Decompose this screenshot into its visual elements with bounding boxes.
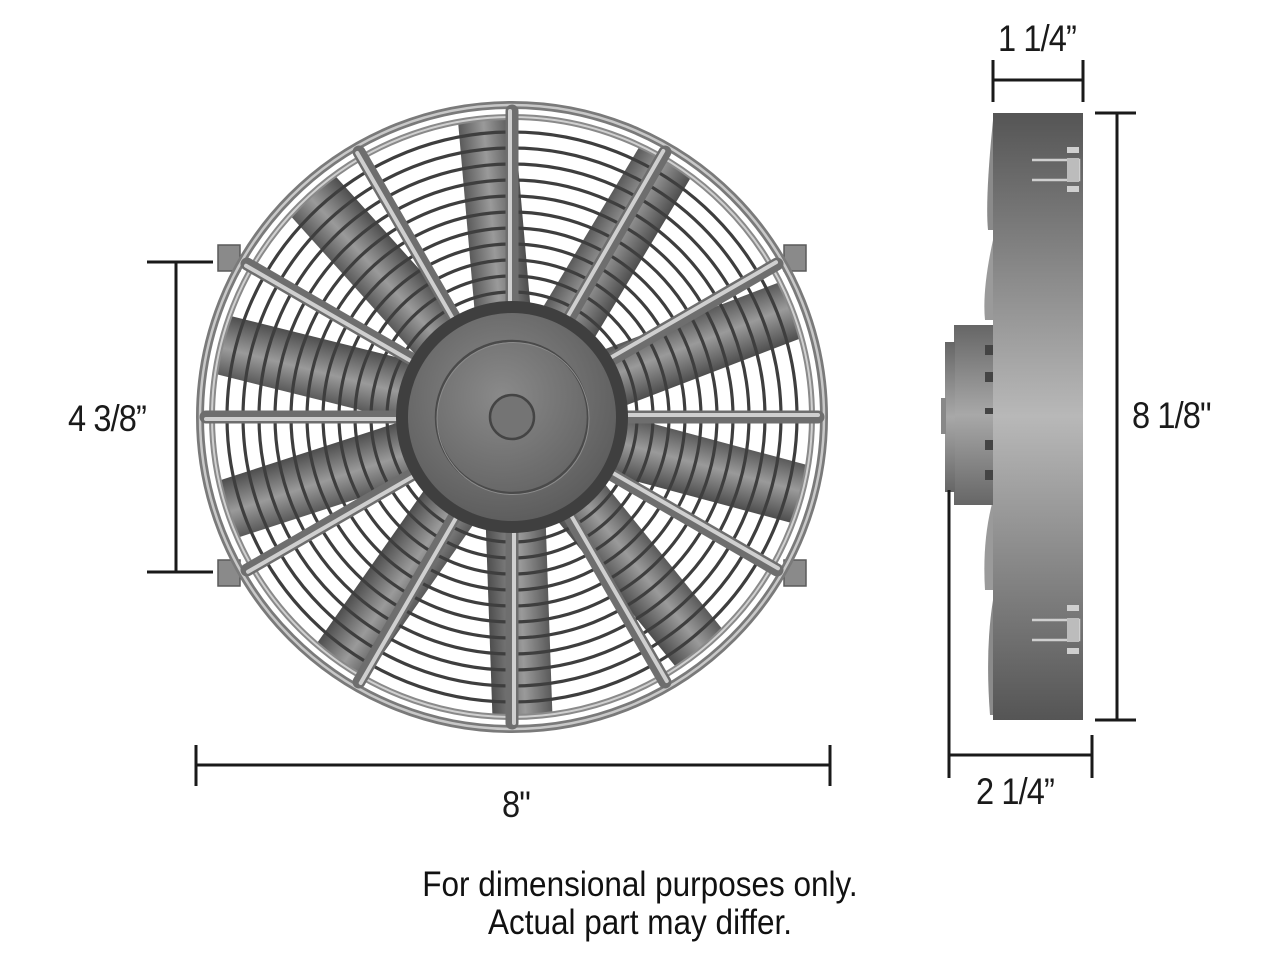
- dim-line-frame-depth: [991, 60, 1085, 102]
- dimension-lines: [147, 60, 1136, 786]
- label-total-depth: 2 1/4”: [976, 771, 1055, 812]
- label-overall-height: 8 1/8": [1132, 395, 1212, 436]
- side-mount-slot-icon: [1032, 147, 1081, 654]
- dim-line-overall-width: [194, 745, 832, 786]
- disclaimer-line-2: Actual part may differ.: [487, 903, 793, 942]
- label-frame-depth: 1 1/4”: [998, 18, 1077, 59]
- disclaimer-note: For dimensional purposes only. Actual pa…: [64, 866, 1216, 942]
- fan-side-view: [941, 113, 1083, 720]
- label-overall-width: 8": [502, 784, 531, 825]
- guard-spokes: [199, 104, 825, 730]
- dim-line-mount-spacing: [147, 260, 213, 574]
- label-mount-spacing: 4 3/8”: [68, 398, 147, 439]
- dim-line-total-depth: [947, 490, 1094, 778]
- motor-hub-icon: [396, 301, 628, 533]
- disclaimer-line-1: For dimensional purposes only.: [422, 865, 858, 904]
- fan-front-view: [196, 101, 828, 733]
- dim-line-overall-height: [1095, 111, 1136, 722]
